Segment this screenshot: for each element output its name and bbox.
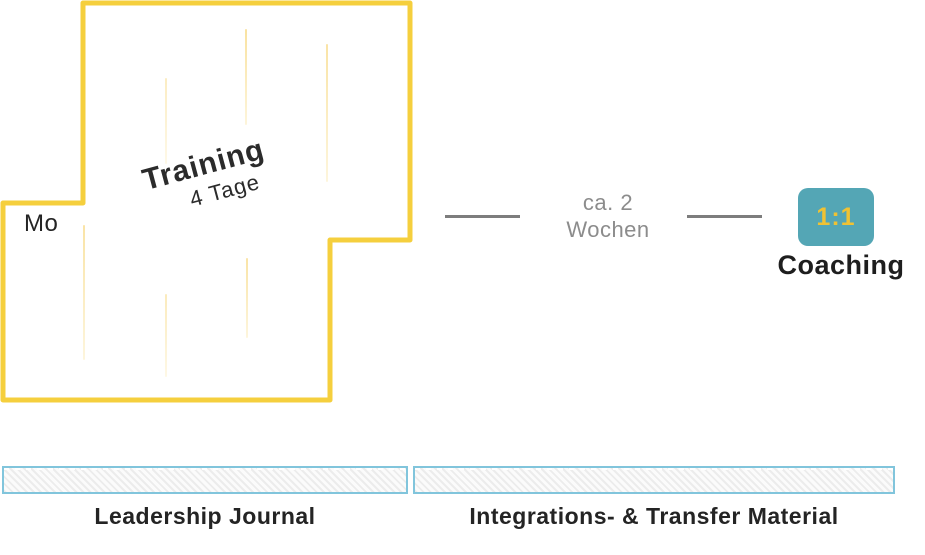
coaching-badge: 1:1 [798, 188, 874, 246]
day-divider-line [165, 78, 167, 164]
leadership-journal-bar [2, 466, 408, 494]
day-divider-line [246, 258, 248, 338]
calendar-outline-shape [0, 0, 413, 403]
connector-dash-line [687, 215, 762, 218]
day-divider-line [83, 225, 85, 360]
monday-label: Mo [24, 210, 59, 237]
day-divider-line [245, 29, 247, 125]
duration-between-label: ca. 2 Wochen [566, 190, 650, 242]
day-divider-line [165, 294, 167, 377]
day-divider-line [326, 44, 328, 182]
transfer-material-bar [413, 466, 895, 494]
transfer-material-label: Integrations- & Transfer Material [469, 503, 839, 529]
coaching-label: Coaching [777, 250, 905, 280]
connector-dash-line [445, 215, 520, 218]
leadership-journal-label: Leadership Journal [94, 503, 316, 529]
